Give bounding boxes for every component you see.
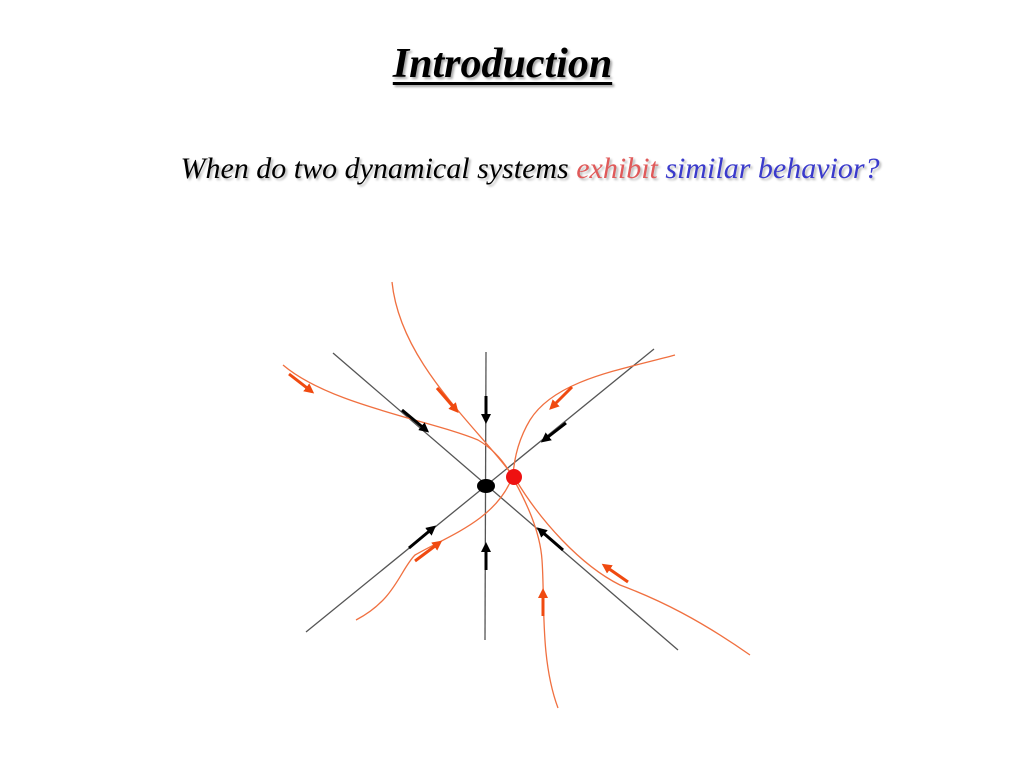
arrow-orange-top-right: [549, 385, 574, 410]
slide-title: Introduction: [392, 41, 613, 87]
curve-bottom: [513, 479, 559, 709]
vertical-line: [484, 351, 487, 641]
black-fixed-point: [477, 479, 495, 493]
arrow-orange-lower-left: [414, 540, 443, 563]
curve-right: [515, 479, 751, 656]
arrow-black-upper-left: [401, 408, 430, 433]
arrow-black-lower-left: [408, 525, 437, 550]
straight-trajectories: [305, 348, 679, 651]
red-fixed-point: [506, 469, 522, 485]
orange-arrows: [288, 372, 629, 616]
question-part-exhibit: exhibit: [576, 152, 658, 185]
question-part-main: When do two dynamical systems: [180, 152, 577, 185]
arrow-orange-left: [288, 372, 315, 394]
black-arrows: [401, 396, 567, 570]
arrow-orange-top: [435, 387, 459, 414]
diagonal-line-descending: [332, 352, 679, 651]
arrow-black-upper-right: [540, 421, 567, 443]
arrow-black-lower-right: [536, 527, 564, 552]
curve-bottom-left: [355, 477, 513, 621]
curve-top: [391, 281, 511, 473]
question-text: When do two dynamical systems exhibit si…: [0, 152, 1024, 186]
curve-left: [282, 364, 513, 477]
curved-trajectories: [282, 281, 751, 709]
curve-top-right: [512, 354, 676, 477]
question-part-similar: similar behavior?: [657, 152, 880, 185]
arrow-orange-right: [601, 563, 629, 584]
